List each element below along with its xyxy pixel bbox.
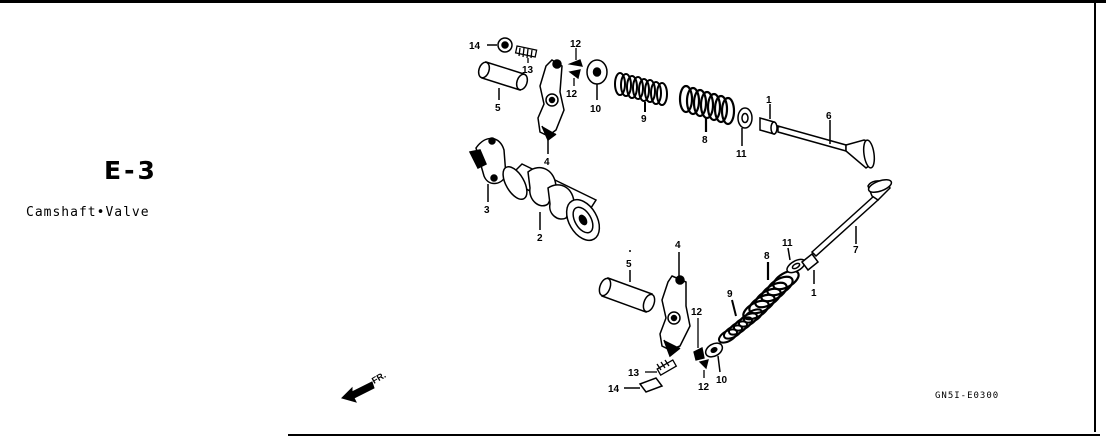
callout-14-lower: 14 [608, 384, 620, 395]
part-7-exhaust-valve [810, 179, 893, 258]
bottom-border-rule [288, 434, 1100, 436]
part-5-rocker-shaft-lower [598, 250, 656, 313]
top-border-rule [0, 0, 1106, 3]
part-4-rocker-arm-lower [659, 252, 691, 358]
callout-8-lower: 8 [764, 251, 770, 262]
part-13-adjusting-screw-upper [514, 45, 538, 63]
callout-12-upper-a: 12 [570, 39, 582, 50]
part-2-camshaft [502, 163, 601, 242]
front-direction-label: FR. [370, 370, 388, 386]
callout-6: 6 [826, 111, 832, 122]
callout-1-lower: 1 [811, 288, 817, 299]
callout-10-upper: 10 [590, 104, 602, 115]
part-13-adjusting-screw-lower [645, 359, 678, 376]
part-10-spring-retainer-lower [704, 342, 724, 373]
callout-2: 2 [537, 233, 543, 244]
callout-11-lower: 11 [782, 238, 793, 249]
callout-3: 3 [484, 205, 490, 216]
callout-numbers: 14 13 12 12 5 10 9 1 6 8 11 4 3 2 4 11 7… [469, 39, 859, 395]
part-5-rocker-shaft-upper [477, 61, 529, 100]
callout-5-lower: 5 [626, 259, 632, 270]
callout-14-upper: 14 [469, 41, 481, 52]
callout-9-upper: 9 [641, 114, 647, 125]
drawing-code: GN5I-E0300 [935, 391, 1000, 401]
right-border-rule [1094, 0, 1096, 432]
section-code: E-3 [104, 156, 158, 185]
callout-9-lower: 9 [727, 289, 733, 300]
callout-4-lower: 4 [675, 240, 681, 251]
part-6-intake-valve [777, 120, 876, 169]
part-3-bracket [468, 137, 507, 202]
part-9-inner-spring-upper [614, 72, 668, 112]
callout-8-upper: 8 [702, 135, 708, 146]
part-1-stem-seal-lower [800, 252, 820, 284]
callout-12-upper-b: 12 [566, 89, 578, 100]
part-14-cap-nut-lower [624, 377, 664, 393]
callout-13-upper: 13 [522, 65, 534, 76]
section-title: Camshaft•Valve [26, 205, 150, 220]
part-11-spring-seat-upper [737, 107, 753, 146]
callout-11-upper: 11 [736, 149, 747, 160]
callout-13-lower: 13 [628, 368, 640, 379]
part-12-cotters-upper [567, 48, 583, 86]
callout-7: 7 [853, 245, 859, 256]
part-12-cotters-lower [693, 318, 709, 378]
front-direction-arrow: FR. [341, 370, 388, 403]
callout-12-lower-b: 12 [698, 382, 710, 393]
part-4-rocker-arm-upper [537, 59, 565, 154]
callout-10-lower: 10 [716, 375, 728, 386]
callout-1-upper: 1 [766, 95, 772, 106]
callout-4-upper: 4 [544, 157, 550, 168]
callout-12-lower-a: 12 [691, 307, 703, 318]
part-1-stem-seal-upper [759, 104, 778, 135]
callout-5-upper: 5 [495, 103, 501, 114]
part-8-outer-spring-lower [742, 262, 800, 321]
part-8-outer-spring-upper [678, 84, 736, 132]
part-14-cap-nut-upper [487, 37, 513, 53]
part-10-spring-retainer-upper [586, 59, 608, 100]
